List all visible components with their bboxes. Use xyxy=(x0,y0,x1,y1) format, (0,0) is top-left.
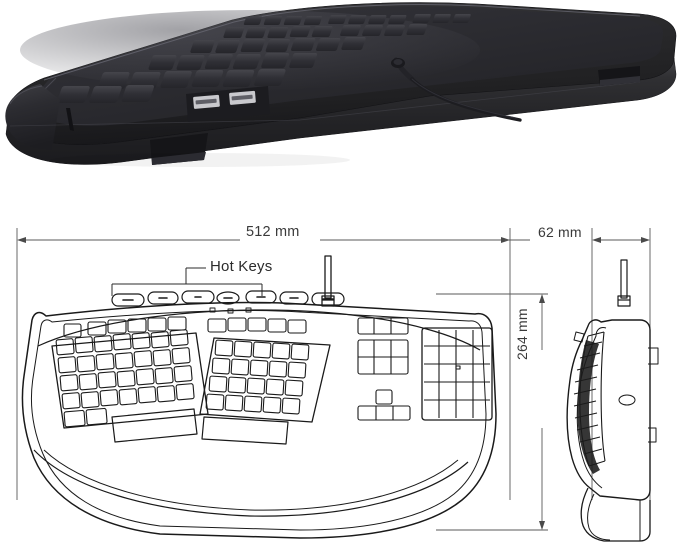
navigation-key-cluster xyxy=(357,317,409,375)
numeric-keypad xyxy=(421,327,493,421)
inner-shell xyxy=(30,309,487,531)
usb-ports xyxy=(186,86,270,122)
product-photo-panel xyxy=(0,0,679,200)
right-alpha-cluster xyxy=(199,317,331,445)
dimension-label-depth: 264 mm xyxy=(514,308,530,360)
tilt-feet xyxy=(150,66,640,165)
palm-rest-outline xyxy=(33,449,469,517)
arrow-key-cluster xyxy=(357,389,411,421)
hotkeys-leader xyxy=(111,267,263,296)
hot-keys-row xyxy=(111,290,345,307)
side-cable-stub xyxy=(617,259,631,307)
keyboard-cable xyxy=(391,57,522,122)
dimension-label-height: 62 mm xyxy=(538,224,582,240)
dimension-diagram-panel: 512 mm 62 mm 264 mm Hot Keys xyxy=(0,200,679,551)
arrow-left-512 xyxy=(17,237,26,243)
arrow-top-264 xyxy=(539,294,545,303)
hot-key-glyphs xyxy=(122,296,334,301)
annotation-label-hot-keys: Hot Keys xyxy=(210,258,273,275)
status-leds xyxy=(209,307,252,314)
cable-stub xyxy=(321,255,335,307)
arrow-left-62 xyxy=(592,237,601,243)
vent-slot xyxy=(66,108,74,131)
keycaps xyxy=(57,14,471,103)
keyboard-side-view xyxy=(566,259,659,542)
side-palm-rest xyxy=(580,487,651,542)
ergonomic-keyboard-photo xyxy=(0,0,679,200)
palm-rest xyxy=(5,84,61,150)
body-seam xyxy=(9,81,641,127)
side-key-shading xyxy=(577,340,600,474)
keyboard-top-view xyxy=(21,255,497,539)
arrow-bottom-264 xyxy=(539,521,545,530)
keyboard-technical-drawing xyxy=(0,200,679,551)
dimension-label-width: 512 mm xyxy=(246,224,300,240)
arrow-right-62 xyxy=(641,237,650,243)
